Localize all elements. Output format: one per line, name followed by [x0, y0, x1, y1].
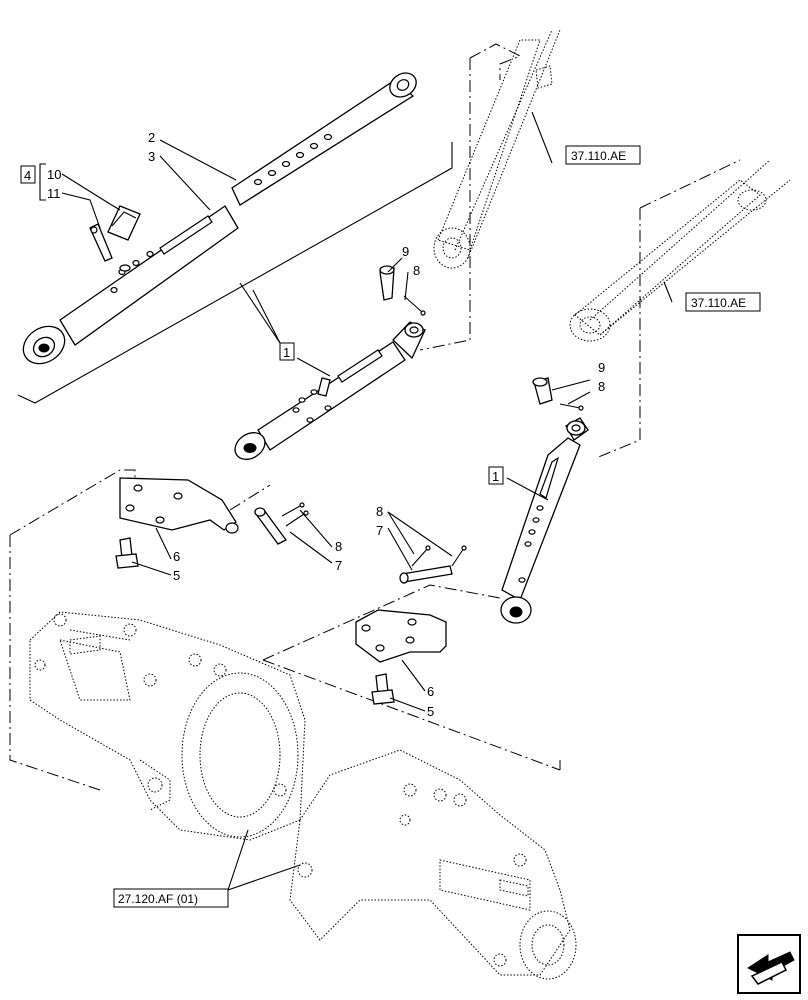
bolt-left [115, 537, 139, 569]
callout-11: 11 [47, 186, 61, 201]
callout-8-right: 8 [598, 379, 605, 394]
phantom-boundaries [9, 43, 741, 791]
callout-1-upper: 1 [283, 345, 290, 360]
callout-7-pinset-left: 7 [335, 558, 342, 573]
callout-4: 4 [24, 168, 31, 183]
bolt-right [371, 673, 395, 705]
callout-5-left: 5 [173, 568, 180, 583]
top-link-assembly-center [234, 265, 426, 460]
frame-arm-upper [433, 29, 561, 269]
callout-8-pinset-left: 8 [335, 539, 342, 554]
callout-6-right: 6 [427, 684, 434, 699]
pinset-left [254, 502, 309, 545]
callout-6-left: 6 [173, 549, 180, 564]
ref-link-right[interactable]: 37.110.AE [685, 292, 761, 312]
top-link-detail [22, 72, 417, 365]
ref-link-right-label: 37.110.AE [691, 296, 746, 310]
upper-tube-holes [253, 133, 333, 186]
pinset-right [399, 545, 467, 584]
callout-9-right: 9 [598, 360, 605, 375]
top-link-lower-tube [59, 205, 239, 346]
top-link-upper-tube [231, 79, 415, 206]
callout-1-right: 1 [492, 469, 499, 484]
arrow-back-icon[interactable] [737, 934, 801, 994]
axle-housing-left [29, 611, 306, 841]
callout-1-right-box [488, 466, 504, 485]
lynch-pin [107, 205, 141, 241]
callout-8-mid: 8 [413, 263, 420, 278]
callout-7-pinset-right: 7 [376, 523, 383, 538]
frame-arm-right [569, 159, 791, 342]
detail-panel [17, 142, 453, 404]
callout-1-upper-box [279, 342, 295, 361]
ref-link-axle[interactable]: 27.120.AF (01) [113, 888, 229, 908]
axle-housing-right [289, 749, 577, 980]
bracket-left [119, 477, 239, 534]
ref-link-top[interactable]: 37.110.AE [565, 145, 641, 165]
callout-3: 3 [148, 149, 155, 164]
callout-8-pinset-right: 8 [376, 504, 383, 519]
bracket-right [355, 609, 447, 663]
ref-link-axle-label: 27.120.AF (01) [118, 892, 198, 906]
ref-link-top-label: 37.110.AE [571, 149, 626, 163]
callout-5-right: 5 [427, 704, 434, 719]
callout-10: 10 [47, 167, 61, 182]
callout-4-box [20, 165, 36, 184]
leader-lines [39, 111, 673, 891]
callouts: 2 3 4 10 11 1 9 8 9 8 1 6 5 8 7 8 7 6 5 [20, 130, 605, 719]
top-link-assembly-right [500, 377, 589, 624]
callout-9-mid: 9 [402, 244, 409, 259]
detail-panel-border [17, 142, 453, 404]
callout-2: 2 [148, 130, 155, 145]
